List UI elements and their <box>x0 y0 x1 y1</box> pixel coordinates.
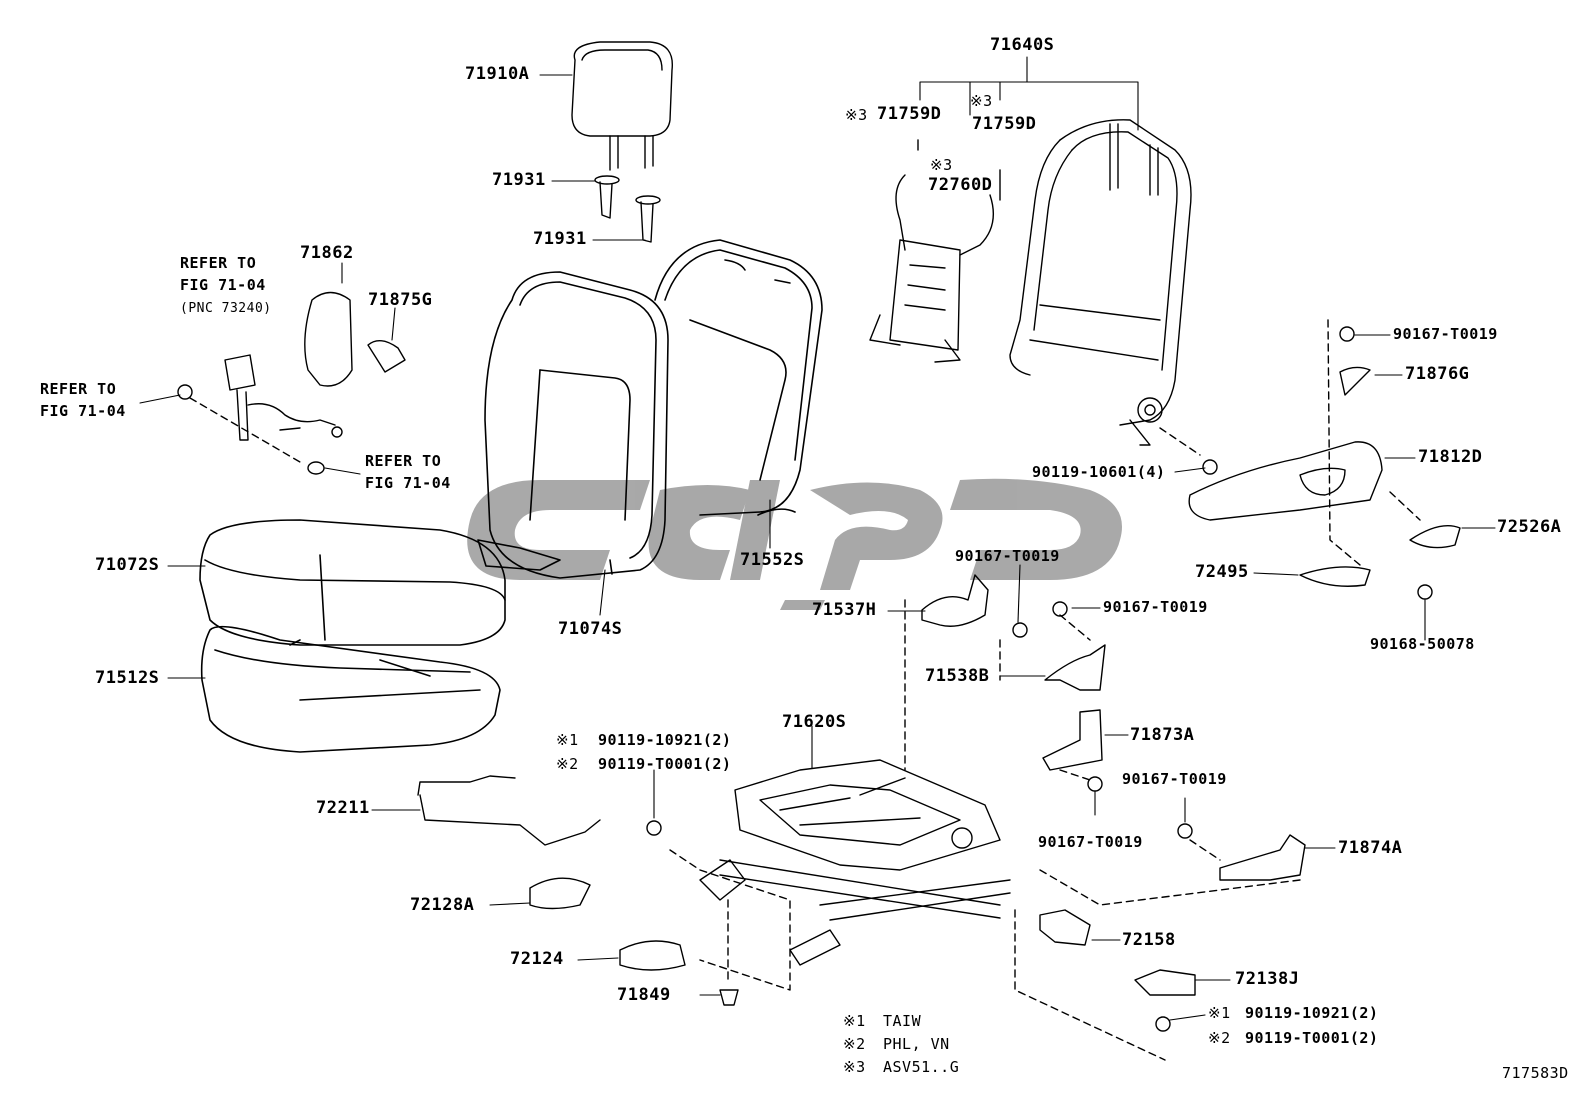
cushion-pad <box>200 625 501 753</box>
label-note1-mark-right: ※1 <box>1208 1004 1231 1022</box>
label-refer-belt-1: REFER TO <box>180 254 257 272</box>
label-refer-belt-2: FIG 71-04 <box>180 276 266 294</box>
footnote-1-text: TAIW <box>883 1012 922 1030</box>
label-72760d-mark: ※3 <box>930 156 953 174</box>
label-90167-t0019-mid2: 90167-T0019 <box>1103 598 1208 616</box>
seatbelt-buckle <box>224 354 343 441</box>
seat-adjuster <box>699 759 1011 966</box>
label-71620s: 71620S <box>782 712 847 732</box>
label-90167-t0019-right: 90167-T0019 <box>1122 770 1227 788</box>
diagram-code: 717583D <box>1502 1064 1569 1082</box>
label-72526a: 72526A <box>1497 517 1562 537</box>
label-71862: 71862 <box>300 243 354 263</box>
seatback-cover <box>477 271 669 579</box>
label-71759d-a-mark: ※3 <box>845 106 868 124</box>
label-90168-50078: 90168-50078 <box>1370 635 1475 653</box>
label-refer-lower-2: FIG 71-04 <box>365 474 451 492</box>
label-71759d-a: 71759D <box>877 104 942 124</box>
cover-71862-shape <box>304 291 353 387</box>
headrest-part <box>571 41 674 171</box>
label-71931-b: 71931 <box>533 229 587 249</box>
bracket-71873a-shape <box>1042 709 1103 771</box>
label-90119-t0001-right: 90119-T0001(2) <box>1245 1029 1379 1047</box>
seatback-frame <box>1009 119 1192 446</box>
label-72158: 72158 <box>1122 930 1176 950</box>
label-refer-left-1: REFER TO <box>40 380 117 398</box>
footnote-2-text: PHL, VN <box>883 1035 950 1053</box>
cover-71876g-shape <box>1339 366 1371 396</box>
label-refer-lower-1: REFER TO <box>365 452 442 470</box>
footnote-3-text: ASV51..G <box>883 1058 960 1076</box>
label-71072s: 71072S <box>95 555 160 575</box>
label-refer-left-2: FIG 71-04 <box>40 402 126 420</box>
bracket-71538b-shape <box>1044 644 1106 691</box>
label-note2-mark-right: ※2 <box>1208 1029 1231 1047</box>
side-shield <box>1188 441 1383 521</box>
label-note2-mark-left: ※2 <box>556 755 579 773</box>
label-71759d-b: 71759D <box>972 114 1037 134</box>
label-90167-t0019-top: 90167-T0019 <box>1393 325 1498 343</box>
cover-71874a-shape <box>1219 834 1306 881</box>
leader-lines <box>139 56 1496 1021</box>
label-90167-t0019-71873: 90167-T0019 <box>1038 833 1143 851</box>
label-90119-10921-left: 90119-10921(2) <box>598 731 732 749</box>
label-71874a: 71874A <box>1338 838 1403 858</box>
label-71640s: 71640S <box>990 35 1055 55</box>
label-71849: 71849 <box>617 985 671 1005</box>
wire-72211-shape <box>417 775 601 846</box>
cover-72128a-shape <box>529 877 591 910</box>
label-72760d: 72760D <box>928 175 993 195</box>
label-71873a: 71873A <box>1130 725 1195 745</box>
label-note1-mark-left: ※1 <box>556 731 579 749</box>
lumbar-spring <box>869 174 994 363</box>
label-72124: 72124 <box>510 949 564 969</box>
label-90119-10601: 90119-10601(4) <box>1032 463 1166 481</box>
label-72211: 72211 <box>316 798 370 818</box>
clip-71849-shape <box>719 989 739 1006</box>
label-71074s: 71074S <box>558 619 623 639</box>
label-71512s: 71512S <box>95 668 160 688</box>
label-90119-10921-right: 90119-10921(2) <box>1245 1004 1379 1022</box>
footnote-2-mark: ※2 <box>843 1035 866 1053</box>
label-71759d-b-mark: ※3 <box>970 92 993 110</box>
label-72138j: 72138J <box>1235 969 1300 989</box>
cover-72138j-shape <box>1134 969 1196 996</box>
label-71538b: 71538B <box>925 666 990 686</box>
cover-72158-shape <box>1039 909 1091 946</box>
cover-71875g-shape <box>367 340 406 373</box>
label-refer-belt-3: (PNC 73240) <box>180 301 272 316</box>
label-71875g: 71875G <box>368 290 433 310</box>
footnote-1-mark: ※1 <box>843 1012 866 1030</box>
label-90167-t0019-mid1: 90167-T0019 <box>955 547 1060 565</box>
label-90119-t0001-left: 90119-T0001(2) <box>598 755 732 773</box>
cover-72124-shape <box>619 940 686 971</box>
label-71931-a: 71931 <box>492 170 546 190</box>
label-71876g: 71876G <box>1405 364 1470 384</box>
cushion-cover <box>199 519 506 646</box>
label-71537h: 71537H <box>812 600 877 620</box>
cover-71537h-shape <box>921 574 989 627</box>
footnote-3-mark: ※3 <box>843 1058 866 1076</box>
label-72128a: 72128A <box>410 895 475 915</box>
label-71552s: 71552S <box>740 550 805 570</box>
guide-parts <box>594 175 661 243</box>
label-72495: 72495 <box>1195 562 1249 582</box>
label-71910a: 71910A <box>465 64 530 84</box>
seatback-pad <box>654 239 823 516</box>
label-71812d: 71812D <box>1418 447 1483 467</box>
